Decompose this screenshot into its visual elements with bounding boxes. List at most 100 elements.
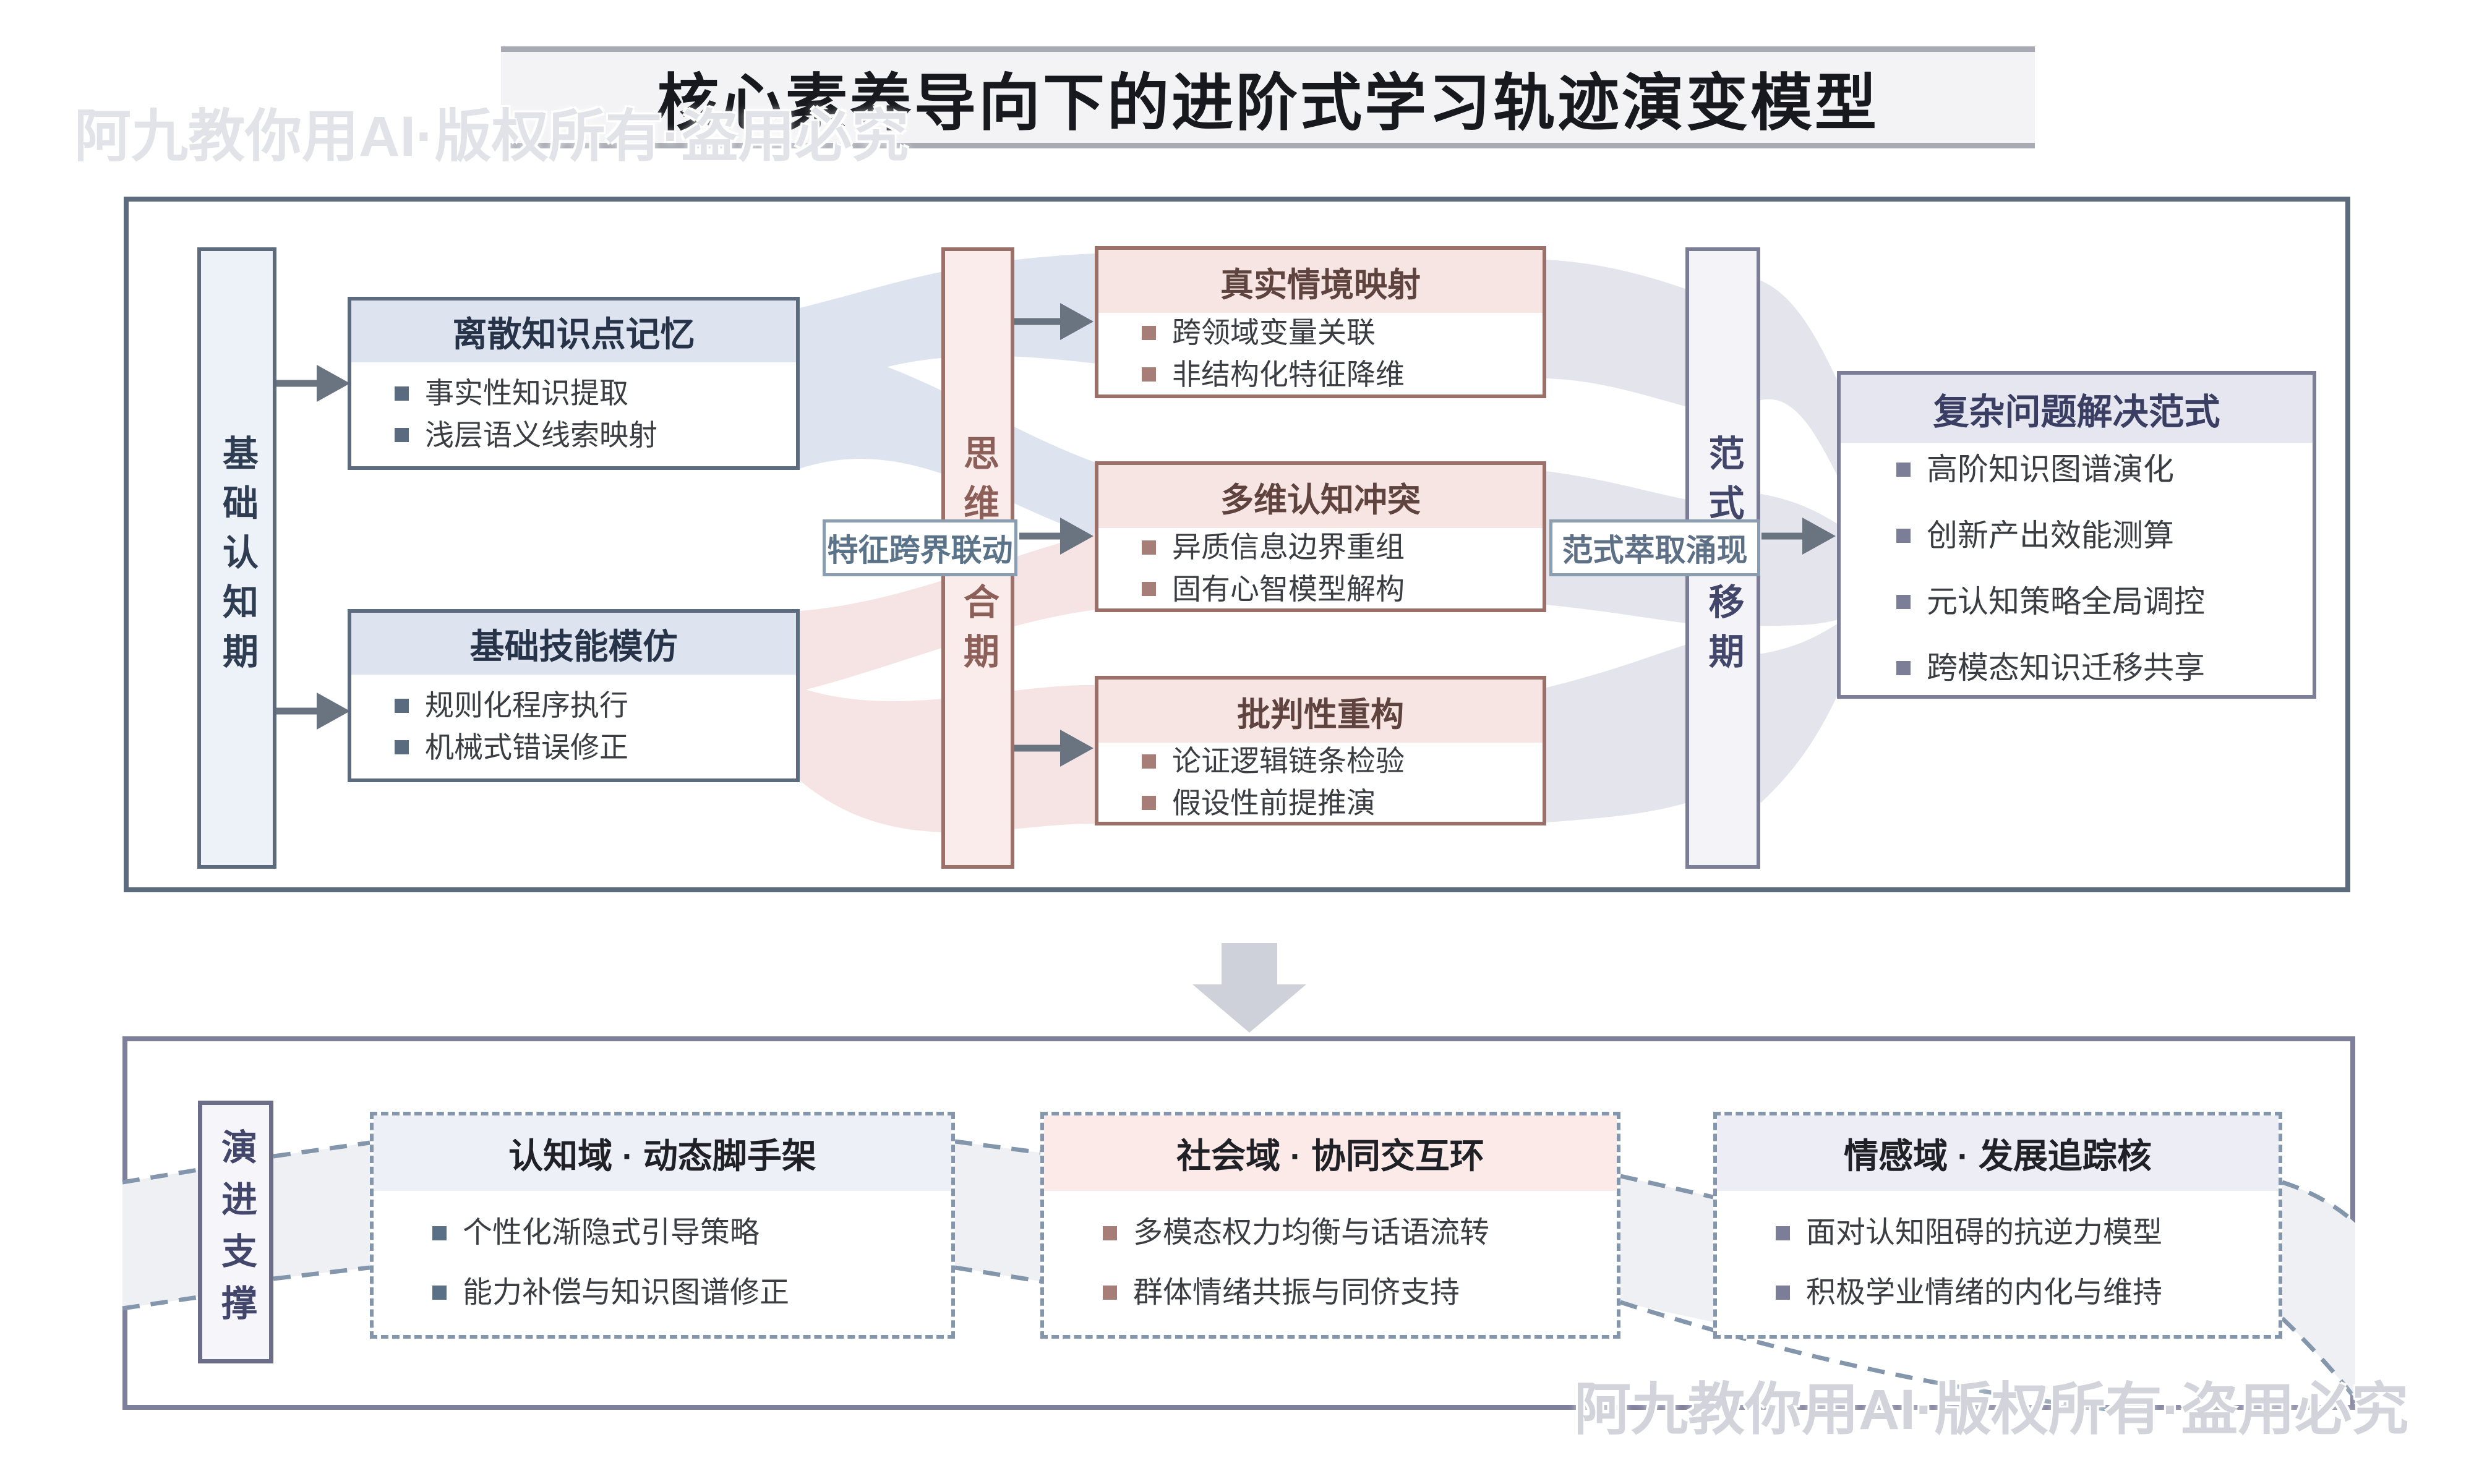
gray-ribbon-shapes	[1546, 260, 1838, 822]
list-item: 浅层语义线索映射	[395, 419, 796, 451]
card-title: 批判性重构	[1098, 680, 1543, 743]
page-title: 核心素养导向下的进阶式学习轨迹演变模型	[657, 69, 1879, 138]
list-item: 能力补偿与知识图谱修正	[432, 1276, 951, 1310]
bullet-text: 机械式错误修正	[425, 731, 628, 764]
flow-arrowheads	[317, 303, 1836, 767]
card-body: 面对认知阻碍的抗逆力模型 积极学业情绪的内化与维持	[1717, 1191, 2279, 1335]
tag-feature-crossover: 特征跨界联动	[823, 519, 1017, 576]
list-item: 异质信息边界重组	[1142, 531, 1543, 563]
card-discrete-knowledge: 离散知识点记忆 事实性知识提取 浅层语义线索映射	[348, 297, 800, 470]
card-body: 多模态权力均衡与话语流转 群体情绪共振与同侪支持	[1044, 1191, 1617, 1335]
bullet-text: 创新产出效能测算	[1927, 518, 2174, 553]
card-body: 个性化渐隐式引导策略 能力补偿与知识图谱修正	[374, 1191, 951, 1335]
stage-basic-cognition-bar: 基础认知期	[197, 247, 276, 869]
bullet-text: 假设性前提推演	[1172, 787, 1376, 819]
bullet-square-icon	[1896, 661, 1911, 675]
card-title: 真实情境映射	[1098, 250, 1543, 313]
card-real-context-mapping: 真实情境映射 跨领域变量关联 非结构化特征降维	[1095, 246, 1546, 398]
card-title: 离散知识点记忆	[351, 301, 796, 362]
bullet-text: 个性化渐隐式引导策略	[463, 1216, 760, 1249]
bullet-square-icon	[1142, 367, 1156, 382]
list-item: 跨领域变量关联	[1142, 317, 1543, 349]
tag-text: 范式萃取涌现	[1562, 533, 1748, 568]
list-item: 机械式错误修正	[395, 731, 796, 764]
list-item: 积极学业情绪的内化与维持	[1776, 1276, 2279, 1310]
card-critical-reconstruction: 批判性重构 论证逻辑链条检验 假设性前提推演	[1095, 676, 1546, 825]
bullet-square-icon	[432, 1286, 447, 1300]
bullet-square-icon	[1142, 325, 1156, 340]
card-body: 论证逻辑链条检验 假设性前提推演	[1098, 743, 1543, 822]
card-body: 跨领域变量关联 非结构化特征降维	[1098, 313, 1543, 394]
card-body: 规则化程序执行 机械式错误修正	[351, 675, 796, 778]
card-complex-problem-paradigm: 复杂问题解决范式 高阶知识图谱演化 创新产出效能测算 元认知策略全局调控 跨模态…	[1837, 371, 2316, 699]
card-social-domain: 社会域 · 协同交互环 多模态权力均衡与话语流转 群体情绪共振与同侪支持	[1040, 1112, 1620, 1339]
bullet-square-icon	[1896, 463, 1911, 477]
bullet-square-icon	[1142, 582, 1156, 597]
bullet-square-icon	[395, 428, 409, 443]
bullet-text: 非结构化特征降维	[1172, 358, 1405, 391]
list-item: 固有心智模型解构	[1142, 573, 1543, 605]
bullet-square-icon	[395, 698, 409, 713]
list-item: 非结构化特征降维	[1142, 359, 1543, 391]
watermark-top: 阿九教你用AI·版权所有·盗用必究	[74, 105, 909, 168]
bullet-text: 多模态权力均衡与话语流转	[1133, 1216, 1490, 1249]
card-affective-domain: 情感域 · 发展追踪核 面对认知阻碍的抗逆力模型 积极学业情绪的内化与维持	[1713, 1112, 2282, 1339]
list-item: 多模态权力均衡与话语流转	[1103, 1216, 1617, 1250]
bullet-text: 面对认知阻碍的抗逆力模型	[1806, 1216, 2163, 1249]
list-item: 事实性知识提取	[395, 377, 796, 409]
bullet-text: 论证逻辑链条检验	[1172, 744, 1405, 778]
card-cognitive-domain: 认知域 · 动态脚手架 个性化渐隐式引导策略 能力补偿与知识图谱修正	[370, 1112, 955, 1339]
card-title: 复杂问题解决范式	[1841, 375, 2313, 443]
bullet-text: 规则化程序执行	[425, 689, 628, 722]
bullet-square-icon	[1142, 540, 1156, 555]
watermark-bottom: 阿九教你用AI·版权所有·盗用必究	[1574, 1378, 2409, 1441]
bullet-square-icon	[432, 1226, 447, 1240]
stage-evolution-support-bar: 演进支撑	[198, 1101, 273, 1363]
bullet-square-icon	[395, 386, 409, 401]
bullet-square-icon	[1896, 529, 1911, 543]
bullet-square-icon	[1103, 1286, 1117, 1300]
bullet-text: 跨模态知识迁移共享	[1927, 650, 2205, 685]
bullet-text: 固有心智模型解构	[1172, 573, 1405, 605]
bullet-text: 跨领域变量关联	[1172, 316, 1376, 349]
list-item: 个性化渐隐式引导策略	[432, 1216, 951, 1250]
list-item: 规则化程序执行	[395, 689, 796, 722]
card-body: 事实性知识提取 浅层语义线索映射	[351, 362, 796, 466]
list-item: 高阶知识图谱演化	[1896, 453, 2313, 487]
bullet-text: 群体情绪共振与同侪支持	[1133, 1276, 1460, 1309]
card-cognitive-conflict: 多维认知冲突 异质信息边界重组 固有心智模型解构	[1095, 461, 1546, 612]
card-title: 基础技能模仿	[351, 613, 796, 675]
bullet-text: 高阶知识图谱演化	[1927, 452, 2174, 487]
card-title: 社会域 · 协同交互环	[1044, 1115, 1617, 1191]
bullet-text: 事实性知识提取	[425, 377, 628, 410]
bullet-square-icon	[395, 740, 409, 755]
dashed-band-shapes	[122, 1139, 2357, 1415]
bullet-square-icon	[1776, 1286, 1790, 1300]
flow-arrows	[276, 318, 1804, 752]
card-title: 认知域 · 动态脚手架	[374, 1115, 951, 1191]
list-item: 群体情绪共振与同侪支持	[1103, 1276, 1617, 1310]
stage-basic-cognition-label: 基础认知期	[217, 434, 257, 682]
tag-paradigm-extraction: 范式萃取涌现	[1549, 519, 1760, 576]
title-banner: 核心素养导向下的进阶式学习轨迹演变模型	[501, 46, 2035, 148]
list-item: 假设性前提推演	[1142, 787, 1543, 819]
card-title: 多维认知冲突	[1098, 465, 1543, 528]
bullet-text: 能力补偿与知识图谱修正	[463, 1276, 790, 1309]
card-body: 异质信息边界重组 固有心智模型解构	[1098, 528, 1543, 608]
bullet-text: 元认知策略全局调控	[1927, 584, 2205, 619]
down-arrow-icon	[1192, 943, 1306, 1033]
list-item: 元认知策略全局调控	[1896, 585, 2313, 619]
card-body: 高阶知识图谱演化 创新产出效能测算 元认知策略全局调控 跨模态知识迁移共享	[1841, 443, 2313, 695]
bullet-square-icon	[1142, 796, 1156, 811]
bullet-text: 浅层语义线索映射	[425, 419, 657, 451]
bullet-text: 积极学业情绪的内化与维持	[1806, 1276, 2163, 1309]
list-item: 论证逻辑链条检验	[1142, 745, 1543, 777]
bullet-square-icon	[1776, 1226, 1790, 1240]
list-item: 跨模态知识迁移共享	[1896, 651, 2313, 685]
top-panel-frame	[124, 197, 2350, 892]
bullet-square-icon	[1896, 595, 1911, 609]
bullet-square-icon	[1142, 754, 1156, 769]
card-title: 情感域 · 发展追踪核	[1717, 1115, 2279, 1191]
